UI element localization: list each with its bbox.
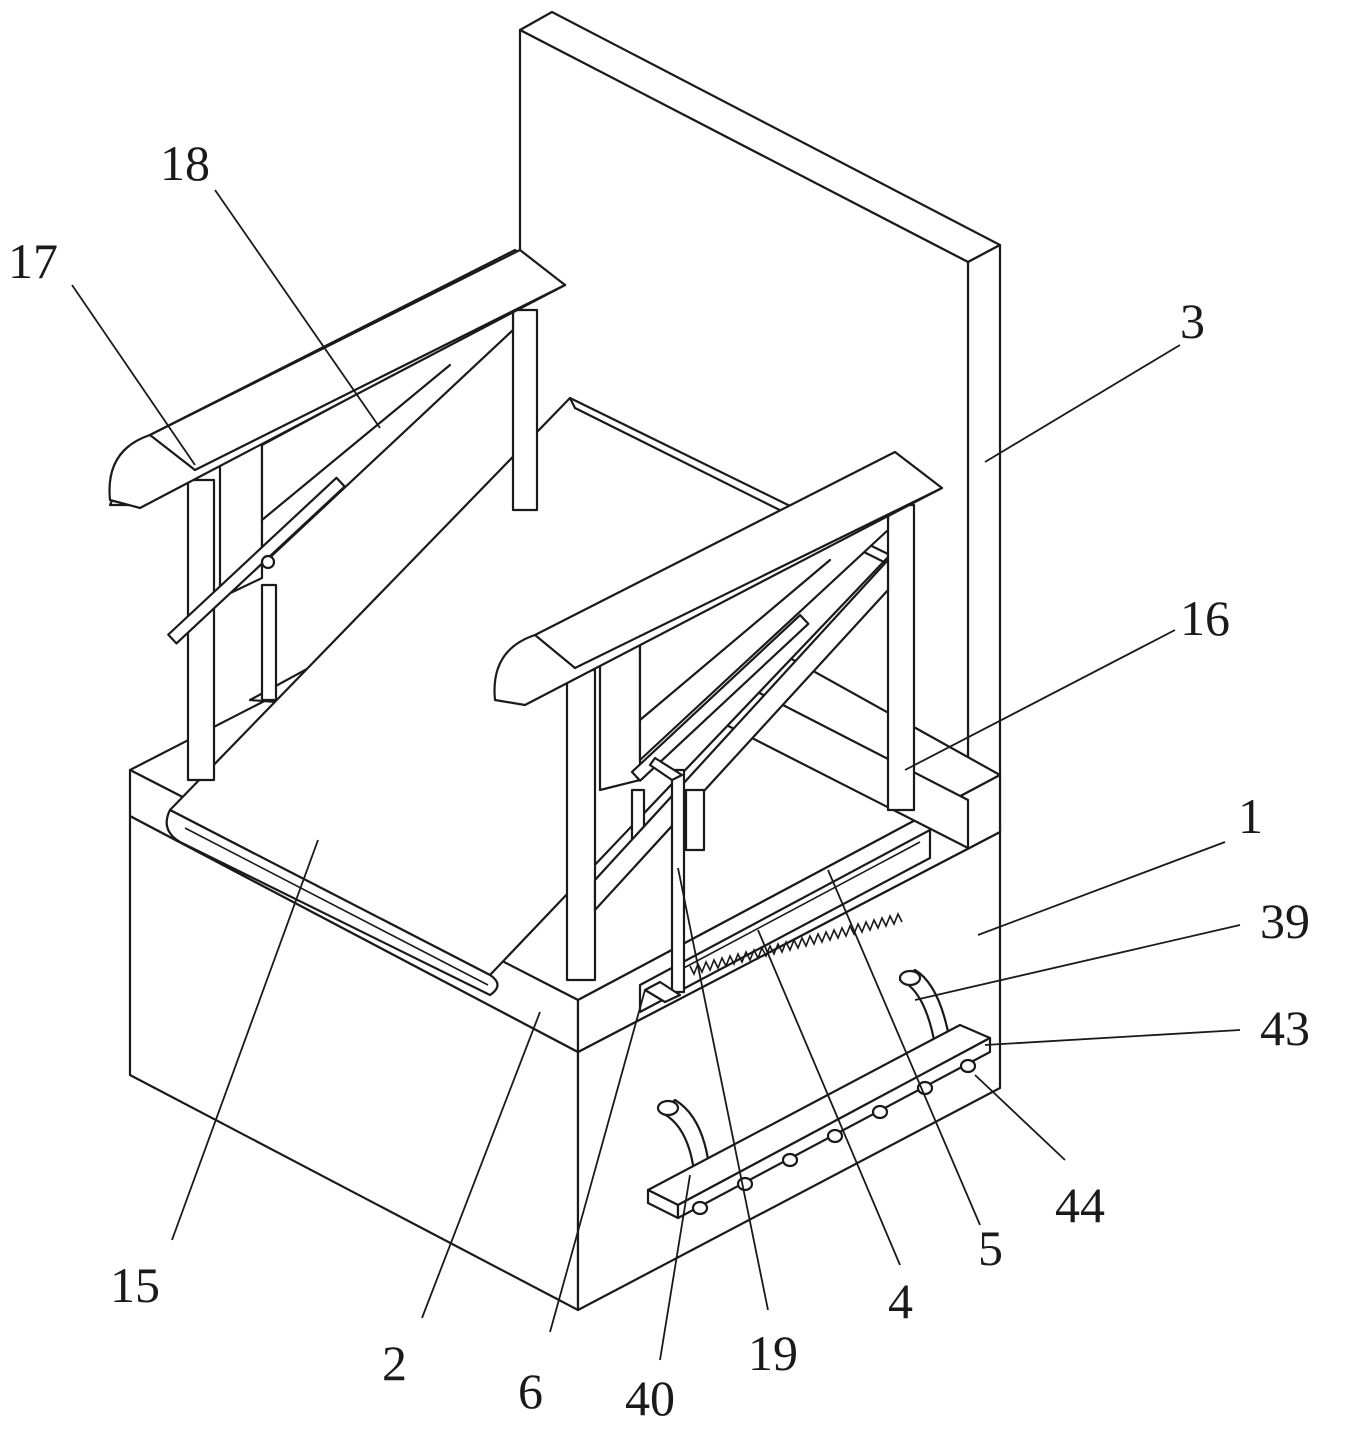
- label-1: 1: [1238, 788, 1263, 844]
- label-44: 44: [1055, 1177, 1105, 1233]
- label-39: 39: [1260, 893, 1310, 949]
- label-40: 40: [625, 1370, 675, 1426]
- leader-lines: [71, 189, 1241, 1361]
- label-4: 4: [888, 1273, 913, 1329]
- label-3: 3: [1180, 293, 1205, 349]
- label-2: 2: [382, 1335, 407, 1391]
- label-18: 18: [160, 135, 210, 191]
- rack-mechanism: [638, 756, 932, 1014]
- label-5: 5: [978, 1220, 1003, 1276]
- label-15: 15: [110, 1257, 160, 1313]
- label-6: 6: [518, 1363, 543, 1419]
- right-armrest: [493, 450, 944, 982]
- left-armrest: [108, 248, 567, 782]
- reference-numerals: 17 18 3 16 1 39 43 44 5 4 19 40 6 2 15: [8, 135, 1310, 1426]
- label-17: 17: [8, 233, 58, 289]
- side-fittings: [646, 968, 992, 1220]
- label-16: 16: [1180, 590, 1230, 646]
- label-43: 43: [1260, 1000, 1310, 1056]
- label-19: 19: [748, 1325, 798, 1381]
